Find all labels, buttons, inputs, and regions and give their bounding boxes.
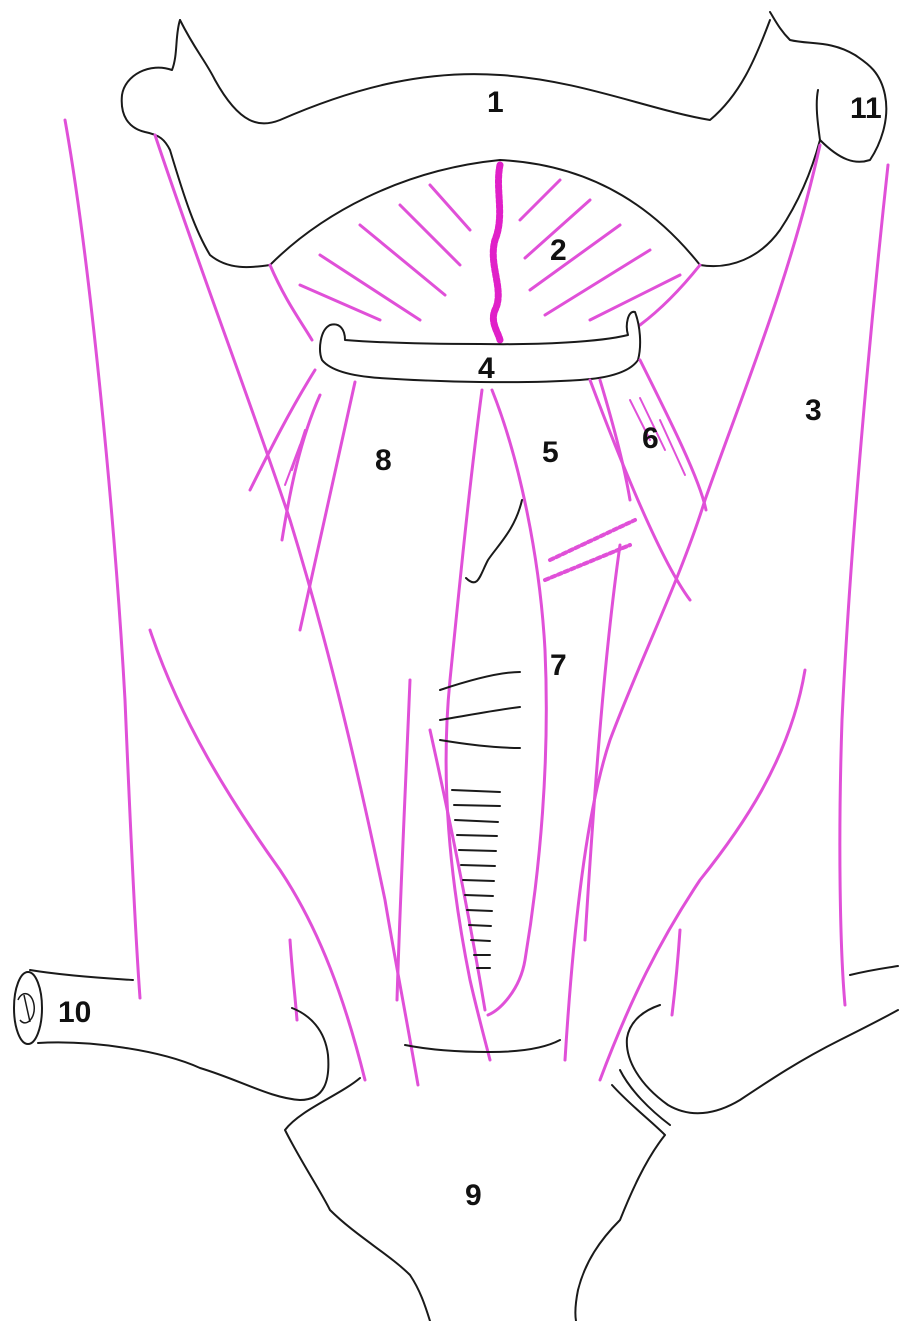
- label-8: 8: [375, 444, 392, 477]
- label-1: 1: [487, 86, 504, 119]
- mandible-outline: [122, 12, 887, 267]
- label-2: 2: [550, 234, 567, 267]
- left-lateral-muscles: [65, 120, 418, 1085]
- label-3: 3: [805, 394, 822, 427]
- right-lateral-muscles: [565, 145, 888, 1080]
- label-4: 4: [478, 352, 495, 385]
- clavicle-right: [620, 966, 898, 1125]
- label-6: 6: [642, 422, 659, 455]
- label-7: 7: [550, 649, 567, 682]
- sternohyoid-muscles: [430, 390, 546, 1060]
- label-10: 10: [58, 996, 91, 1029]
- cricothyroid-hatching: [545, 520, 635, 580]
- left-thyrohyoid-muscle: [250, 370, 355, 630]
- label-9: 9: [465, 1179, 482, 1212]
- clavicle-left: [14, 970, 328, 1100]
- trachea-rings: [440, 500, 522, 968]
- label-5: 5: [542, 436, 559, 469]
- label-11: 11: [850, 92, 882, 125]
